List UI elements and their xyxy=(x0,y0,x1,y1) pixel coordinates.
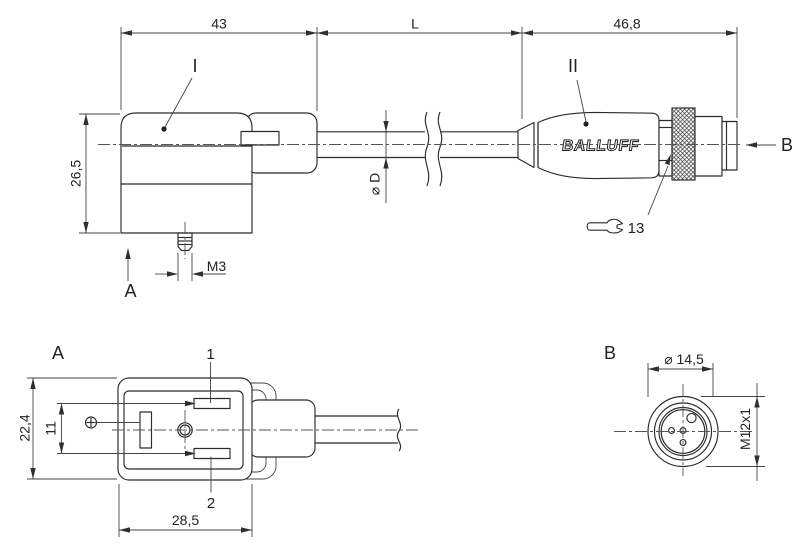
label-view-a: A xyxy=(52,343,64,363)
label-view-b: B xyxy=(604,343,616,363)
wrench-callout: 13 xyxy=(586,154,671,237)
dim-plug-length: 46,8 xyxy=(613,16,640,32)
latch-slot xyxy=(240,130,280,146)
dimension-pin-distance: 11 xyxy=(43,400,196,457)
pin1-slot xyxy=(193,397,231,410)
valve-connector-side xyxy=(120,112,318,259)
dim-body-width: 28,5 xyxy=(172,512,199,528)
cable-side xyxy=(317,111,519,187)
dimension-top-chain: 43 L 46,8 xyxy=(120,16,738,119)
dim-connector-height: 26,5 xyxy=(68,160,84,187)
connector-cap-side xyxy=(120,112,253,234)
front-view-b: B ⌀ 14,5 M xyxy=(604,343,765,481)
dim-cable-diameter: ⌀ D xyxy=(367,173,383,195)
dim-plug-thread: M12x1 xyxy=(737,408,753,450)
label-pin1: 1 xyxy=(206,346,214,363)
dim-connector-width: 43 xyxy=(211,16,227,32)
dimension-body-width: 28,5 xyxy=(118,484,253,537)
label-pin2: 2 xyxy=(207,495,215,512)
ground-icon xyxy=(84,416,140,429)
dimension-body-height: 22,4 xyxy=(17,377,117,480)
dim-plug-diameter: ⌀ 14,5 xyxy=(664,351,704,367)
label-part-ii: II xyxy=(568,56,578,76)
dimension-connector-height: 26,5 xyxy=(68,113,120,234)
wrench-icon xyxy=(586,218,624,234)
knurled-nut xyxy=(671,107,696,181)
view-arrow-a: A xyxy=(124,248,137,301)
dim-stud-thread: M3 xyxy=(207,258,227,274)
part-label-i: I xyxy=(161,56,198,132)
dimension-m3: M3 xyxy=(155,253,226,281)
dim-cable-length: L xyxy=(411,16,419,32)
view-arrow-b: B xyxy=(746,135,793,155)
dim-pin-distance: 11 xyxy=(43,421,59,436)
plug-barrel xyxy=(694,115,723,177)
break-line xyxy=(437,111,443,187)
plug-tip xyxy=(721,120,738,171)
pin1-callout: 1 xyxy=(206,346,215,403)
break-line xyxy=(424,111,430,187)
side-view: BALLUFF 43 L 46,8 26,5 xyxy=(68,16,793,302)
pin2-callout: 2 xyxy=(207,456,215,512)
keyway-notch xyxy=(686,412,697,424)
m12-face xyxy=(614,384,753,476)
label-view-a-arrow: A xyxy=(124,281,136,301)
front-view-a: A 1 2 xyxy=(17,343,418,537)
cable-gland-front xyxy=(248,399,316,458)
label-wrench-size: 13 xyxy=(628,220,645,237)
pin2-slot xyxy=(193,447,231,460)
balluff-logo: BALLUFF xyxy=(561,138,640,155)
dim-body-height: 22,4 xyxy=(17,414,33,441)
dimension-plug-diameter: ⌀ 14,5 xyxy=(647,351,714,397)
nut-collar xyxy=(658,119,673,177)
part-label-ii: II xyxy=(568,56,589,127)
label-view-b-arrow: B xyxy=(781,135,793,155)
label-part-i: I xyxy=(192,56,197,76)
dimension-plug-thread: M12x1 xyxy=(701,383,765,481)
strain-relief xyxy=(517,121,535,169)
pin xyxy=(668,427,675,434)
m12-connector-side xyxy=(517,107,738,181)
break-line xyxy=(396,408,402,452)
dimension-cable-diameter: ⌀ D xyxy=(367,110,389,203)
